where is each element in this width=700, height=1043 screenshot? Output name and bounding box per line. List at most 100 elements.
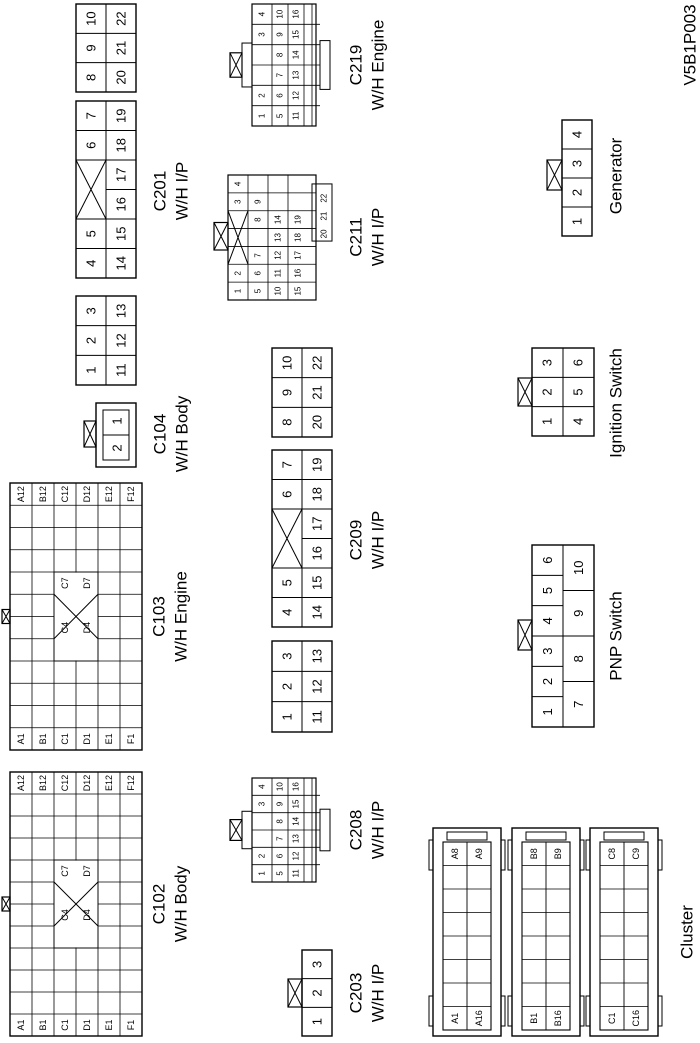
pin-label: D4 [82, 622, 92, 634]
outline [227, 174, 317, 301]
connector-name: C219 [347, 45, 366, 86]
pin-label: 8 [571, 655, 586, 662]
divider [517, 619, 533, 651]
divider [53, 593, 99, 640]
pin-label: 8 [84, 74, 99, 81]
pin-label: B1 [38, 1019, 48, 1030]
outline [319, 808, 331, 852]
outline [432, 827, 502, 1037]
pin-label: 6 [276, 853, 285, 858]
pin-label: 22 [310, 356, 325, 370]
pin-label: 8 [276, 52, 285, 57]
pin-label: 17 [294, 250, 303, 259]
pin-label: 12 [292, 851, 301, 860]
pin-label: C1 [607, 1012, 617, 1024]
pin-label: 3 [570, 160, 585, 167]
divider [213, 222, 229, 251]
pin-label: 11 [292, 869, 301, 878]
connector-name: C203 [347, 973, 366, 1014]
outline [603, 831, 645, 841]
pin-label: 1 [234, 288, 243, 293]
outline [241, 810, 253, 850]
outline [517, 377, 533, 407]
pin-label: 13 [292, 834, 301, 843]
key-latch [229, 52, 243, 78]
outline [589, 827, 659, 1037]
pin-label: B8 [529, 848, 539, 859]
pin-label: 4 [84, 260, 99, 267]
pin-label: E12 [104, 486, 114, 502]
pin-label: 16 [310, 546, 325, 560]
pin-label: B12 [38, 486, 48, 502]
divider [517, 377, 533, 407]
pin-label: 22 [114, 11, 129, 25]
pin-label: E1 [104, 733, 114, 744]
pin-label: 4 [234, 181, 243, 186]
pin-label: 2 [310, 989, 325, 996]
pin-label: 18 [114, 138, 129, 152]
pin-label: A1 [16, 733, 26, 744]
pin-label: 9 [280, 389, 295, 396]
divider [227, 210, 249, 265]
connector-desc: W/H Body [172, 865, 191, 942]
pin-label: D7 [82, 865, 92, 877]
pin-label: 14 [310, 605, 325, 619]
pin-label: 4 [258, 784, 267, 789]
pin-label: 7 [276, 72, 285, 77]
pin-label: 5 [276, 871, 285, 876]
outline [579, 995, 585, 1027]
pin-label: D12 [82, 775, 92, 792]
pin-label: 9 [276, 32, 285, 37]
pin-label: 1 [310, 1018, 325, 1025]
pin-label: C7 [60, 865, 70, 877]
pin-label: 14 [292, 50, 301, 59]
pin-label: 15 [114, 227, 129, 241]
pin-label: 12 [292, 91, 301, 100]
outline [446, 831, 488, 841]
pin-label: C4 [60, 622, 70, 634]
pin-label: D7 [82, 577, 92, 589]
outline [546, 159, 563, 191]
pin-label: 6 [254, 270, 263, 275]
outline [83, 420, 97, 448]
pin-label: 16 [114, 197, 129, 211]
pin-label: 1 [84, 367, 99, 374]
pin-label: E12 [104, 775, 114, 791]
key-latch [517, 619, 533, 651]
pin-label: 1 [540, 708, 555, 715]
outline [507, 995, 513, 1027]
outline [585, 995, 591, 1027]
pin-label: 4 [540, 617, 555, 624]
pin-label: C12 [60, 486, 70, 503]
key-latch [229, 818, 243, 841]
pin-label: 21 [320, 211, 329, 220]
pin-label: 8 [276, 819, 285, 824]
key-latch [546, 159, 563, 191]
pin-label: F1 [126, 1020, 136, 1031]
divider [1, 609, 11, 624]
pin-label: 7 [254, 253, 263, 258]
pin-label: 2 [540, 388, 555, 395]
pin-label: 2 [110, 444, 125, 451]
pin-label: C1 [60, 733, 70, 745]
pin-label: C12 [60, 775, 70, 792]
pin-label: 9 [254, 199, 263, 204]
pin-label: 9 [84, 44, 99, 51]
pin-label: 10 [274, 286, 283, 295]
pin-label: 15 [310, 576, 325, 590]
outline [1, 896, 11, 912]
pin-label: 10 [571, 561, 586, 575]
pin-label: 2 [84, 337, 99, 344]
pin-label: 2 [280, 683, 295, 690]
pin-label: 2 [258, 853, 267, 858]
outline [241, 42, 253, 88]
outline [428, 839, 434, 871]
latch-assembly [229, 808, 331, 852]
outline [1, 608, 11, 625]
pin-label: C8 [607, 848, 617, 860]
pin-label: 10 [276, 782, 285, 791]
connector-name: C103 [150, 596, 169, 637]
key-latch [1, 608, 11, 625]
